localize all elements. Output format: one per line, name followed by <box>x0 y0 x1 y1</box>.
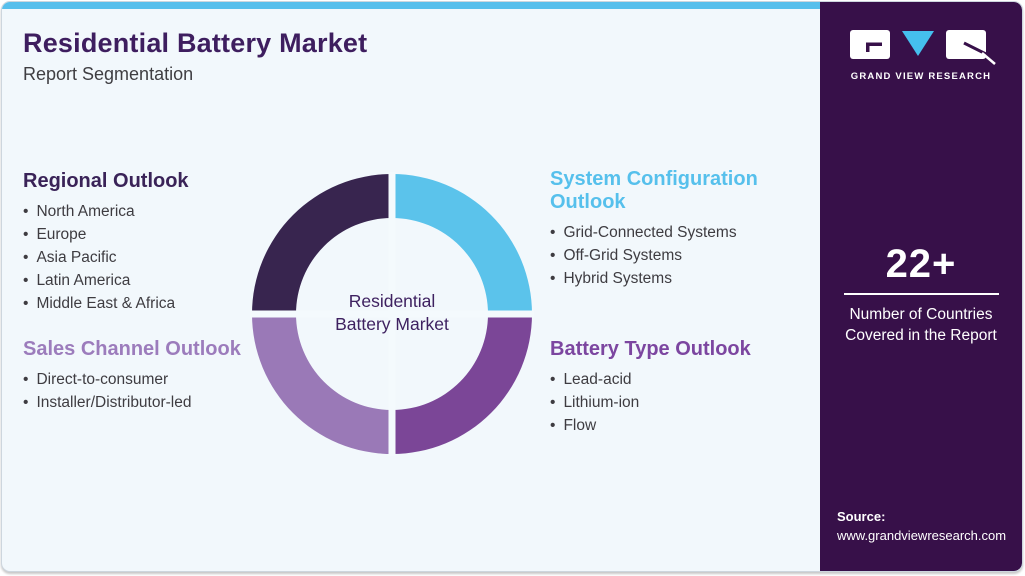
donut-segment <box>392 174 532 314</box>
sidebar: GRAND VIEW RESEARCH 22+ Number of Countr… <box>820 2 1022 571</box>
section-regional-outlook: Regional Outlook North America Europe As… <box>23 170 258 315</box>
gvr-logo-text: GRAND VIEW RESEARCH <box>850 71 992 82</box>
stat-value: 22+ <box>885 242 957 286</box>
section-system-configuration-outlook: System Configuration Outlook Grid-Connec… <box>550 168 768 290</box>
section-list: Lead-acid Lithium-ion Flow <box>550 368 785 437</box>
section-title: Regional Outlook <box>23 170 189 192</box>
section-title: Battery Type Outlook <box>550 338 751 360</box>
section-sales-channel-outlook: Sales Channel Outlook Direct-to-consumer… <box>23 338 273 414</box>
list-item: Lithium-ion <box>550 391 785 414</box>
list-item: Europe <box>23 223 258 246</box>
donut-chart-wrap <box>247 169 537 459</box>
section-title: Sales Channel Outlook <box>23 338 241 360</box>
source-label: Source: <box>837 509 886 524</box>
list-item: Off-Grid Systems <box>550 244 768 267</box>
section-battery-type-outlook: Battery Type Outlook Lead-acid Lithium-i… <box>550 338 785 437</box>
list-item: Asia Pacific <box>23 246 258 269</box>
list-item: Installer/Distributor-led <box>23 391 273 414</box>
list-item: Hybrid Systems <box>550 267 768 290</box>
page-title: Residential Battery Market <box>23 28 368 58</box>
list-item: Lead-acid <box>550 368 785 391</box>
list-item: North America <box>23 200 258 223</box>
section-title: System Configuration Outlook <box>550 168 758 213</box>
page-subtitle: Report Segmentation <box>23 64 194 84</box>
gvr-logo-icon <box>850 30 996 65</box>
donut-center-label: Residential Battery Market <box>335 291 449 334</box>
list-item: Middle East & Africa <box>23 292 258 315</box>
stat-divider <box>843 293 999 295</box>
list-item: Grid-Connected Systems <box>550 221 768 244</box>
list-item: Latin America <box>23 269 258 292</box>
top-accent-bar <box>2 2 824 9</box>
gvr-logo: GRAND VIEW RESEARCH <box>820 28 1022 82</box>
section-list: Grid-Connected Systems Off-Grid Systems … <box>550 221 768 290</box>
stat-caption: Number of Countries Covered in the Repor… <box>845 306 997 344</box>
header: Residential Battery Market Report Segmen… <box>23 28 367 85</box>
list-item: Direct-to-consumer <box>23 368 273 391</box>
section-list: Direct-to-consumer Installer/Distributor… <box>23 368 273 414</box>
source-block: Source: www.grandviewresearch.com <box>837 507 1006 545</box>
donut-segment <box>252 174 392 314</box>
donut-chart <box>250 172 534 456</box>
donut-segment <box>392 314 532 454</box>
countries-stat: 22+ Number of Countries Covered in the R… <box>820 242 1022 346</box>
list-item: Flow <box>550 414 785 437</box>
donut-segment <box>252 314 392 454</box>
source-url: www.grandviewresearch.com <box>837 528 1007 543</box>
donut-segment-gap <box>250 310 534 318</box>
section-list: North America Europe Asia Pacific Latin … <box>23 200 258 315</box>
